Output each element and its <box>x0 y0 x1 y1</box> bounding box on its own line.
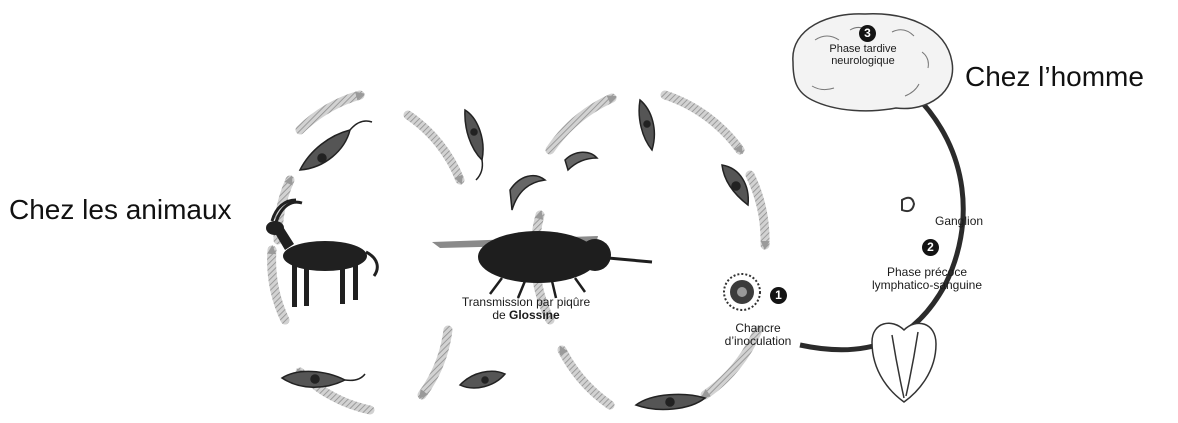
late-phase-label: Phase tardive neurologique <box>808 44 918 67</box>
animals-label: Chez les animaux <box>9 195 232 224</box>
late-phase-line2: neurologique <box>808 56 918 68</box>
human-label: Chez l’homme <box>965 62 1144 91</box>
chancre-line1: Chancre <box>712 322 804 335</box>
chancre-label: Chancre d’inoculation <box>712 322 804 347</box>
ganglion-icon <box>902 198 914 211</box>
trypanosome-icon <box>639 100 654 150</box>
ganglion-label: Ganglion <box>935 215 983 228</box>
trypanosome-icon <box>636 394 705 409</box>
early-phase-label: Phase précoce lymphatico-sanguine <box>846 266 1008 291</box>
early-phase-line2: lymphatico-sanguine <box>846 279 1008 292</box>
chancre-line2: d’inoculation <box>712 335 804 348</box>
stage-number-3: 3 <box>859 25 876 42</box>
trypanosome-icon <box>300 121 372 170</box>
trypanosome-icon <box>282 371 365 387</box>
trypanosome-icon <box>460 371 505 388</box>
transmission-caption: Transmission par piqûre de Glossine <box>420 296 632 321</box>
trypanosome-icon <box>722 165 748 205</box>
trypanosome-icon <box>565 152 597 170</box>
late-phase-line1: Phase tardive <box>808 44 918 56</box>
stage-number-1: 1 <box>770 287 787 304</box>
trypanosome-icon <box>465 110 483 180</box>
heart-icon <box>872 323 936 402</box>
vector-name: Glossine <box>509 308 560 322</box>
chancre-icon <box>724 274 760 310</box>
early-phase-line1: Phase précoce <box>846 266 1008 279</box>
stage-number-2: 2 <box>922 239 939 256</box>
trypanosome-icon <box>510 176 545 210</box>
transmission-prefix: de <box>492 308 509 322</box>
transmission-line2: de Glossine <box>420 309 632 322</box>
